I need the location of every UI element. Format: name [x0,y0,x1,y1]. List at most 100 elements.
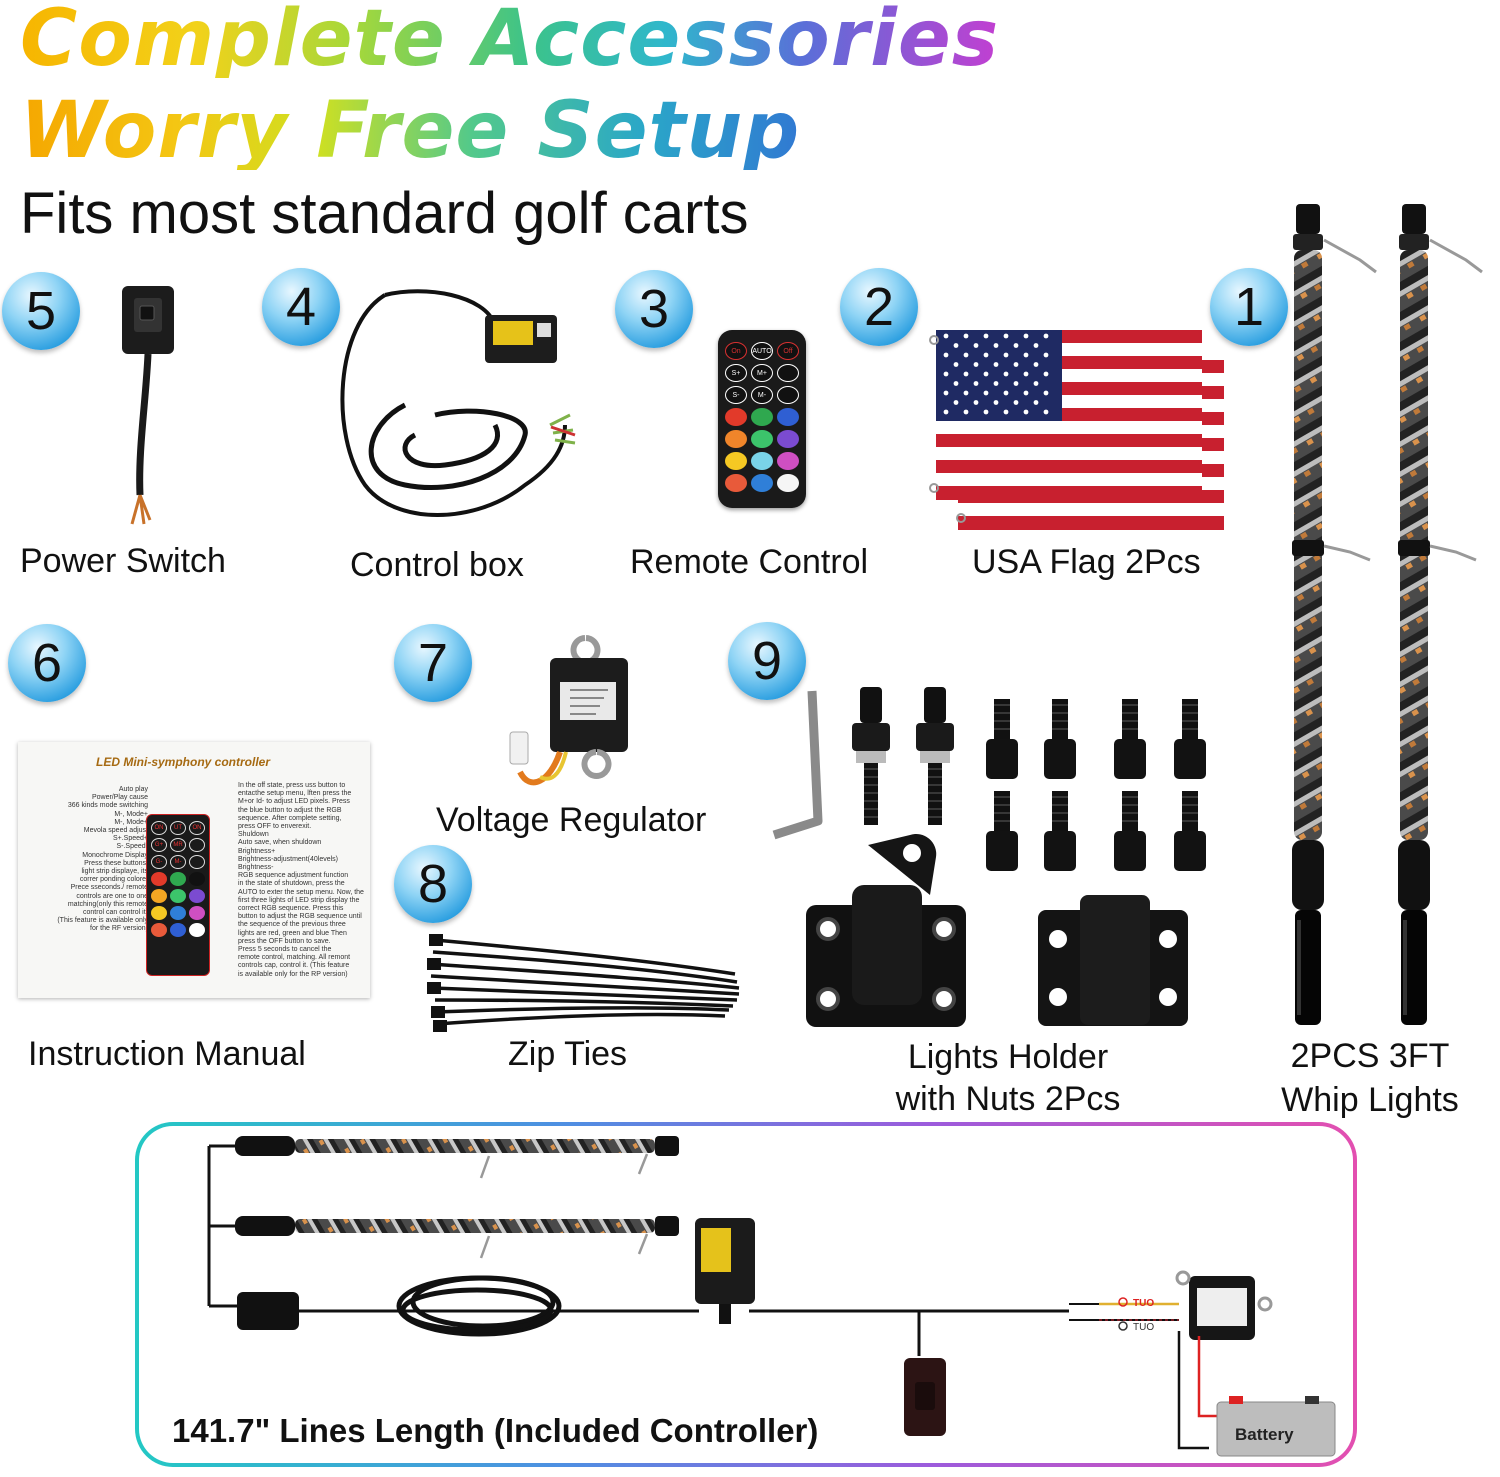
lights-holder-image [772,686,1207,1027]
manual-note: Monochrome Display [82,851,148,859]
manual-remote-color-button [151,872,167,886]
manual-remote-button: MR [170,838,186,852]
manual-note: button to adjust the RGB sequence until [238,913,362,921]
manual-note: correr ponding colore. [79,876,148,884]
regulator-out-negative: TUO [1133,1322,1154,1333]
manual-note: sequence. After complete setting, [238,814,342,822]
remote-button[interactable]: On [725,342,747,360]
remote-button[interactable] [725,452,747,470]
badge-6: 6 [8,624,86,702]
manual-note: press the OFF button to save. [238,937,331,945]
label-whip-lights-line-1: 2PCS 3FT [1290,1037,1450,1075]
remote-button[interactable] [777,386,799,404]
badge-3: 3 [615,270,693,348]
manual-note: light strip displaye, its [81,868,148,876]
manual-note: matching(only this remote [67,900,148,908]
manual-note: Brightness- [238,864,274,872]
wiring-diagram: TUO TUO Battery [207,1136,1336,1457]
manual-note: Power/Play cause [91,794,148,802]
subtitle: Fits most standard golf carts [20,181,749,246]
manual-note: (This feature is available only [57,917,148,925]
remote-button[interactable] [777,452,799,470]
remote-button[interactable] [725,408,747,426]
manual-note: 366 kinds mode switching [67,802,148,810]
remote-button[interactable] [777,430,799,448]
headline-line-2: Worry Free Setup [20,86,801,176]
whip-lights-image [1292,202,1484,1027]
manual-note: In the off state, press uss button to [238,782,346,789]
remote-button[interactable]: AUTO [751,342,773,360]
manual-remote-color-button [170,872,186,886]
remote-button[interactable] [777,408,799,426]
remote-button[interactable] [751,452,773,470]
manual-remote-button: G+ [151,838,167,852]
manual-note: RGB sequence adjustment function [238,872,349,880]
remote-button[interactable]: M- [751,386,773,404]
control-box-image [340,289,576,517]
manual-note: Brightness-adjustment(40levels) [238,855,338,863]
manual-note: M-, Mode+ [114,810,148,818]
manual-title: LED Mini-symphony controller [96,755,271,769]
manual-remote-button: M- [170,855,186,869]
manual-note: correct RGB sequence. Press this [238,905,344,913]
label-remote-control: Remote Control [630,543,869,581]
label-power-switch: Power Switch [20,542,226,580]
remote-button[interactable]: Off [777,342,799,360]
remote-button[interactable] [751,408,773,426]
manual-remote-button: ON [189,821,205,835]
manual-remote-color-button [170,906,186,920]
badge-8: 8 [394,845,472,923]
remote-button[interactable] [751,474,773,492]
wiring-diagram-inner: TUO TUO Battery [139,1126,1353,1463]
manual-note: Brightness+ [238,847,276,855]
badge-5: 5 [2,272,80,350]
label-voltage-regulator: Voltage Regulator [436,801,707,839]
manual-note: the blue button to adjust the RGB [238,806,342,814]
manual-note: controls are one to one [76,892,148,900]
badge-1: 1 [1210,268,1288,346]
remote-button[interactable] [725,430,747,448]
manual-remote-color-button [189,906,205,920]
manual-note: Auto save, when shuldown [238,839,322,847]
manual-note: press OFF to enverexit. [238,823,312,831]
wiring-caption: 141.7" Lines Length (Included Controller… [172,1412,819,1449]
wiring-diagram-panel: TUO TUO Battery [135,1122,1357,1467]
remote-button[interactable]: S+ [725,364,747,382]
manual-note: Press 5 seconds to cancel the [238,946,332,954]
manual-note: first three lights of LED strip display … [238,896,360,904]
manual-remote-color-button [151,923,167,937]
label-whip-lights-line-2: Whip Lights [1281,1081,1459,1119]
label-usa-flag: USA Flag 2Pcs [972,543,1201,581]
manual-note: AUTO to exter the setup menu. Now, the [238,888,364,896]
manual-note: controls cap, control it. (This feature [238,962,350,970]
manual-remote-color-button [189,889,205,903]
remote-button[interactable]: M+ [751,364,773,382]
manual-remote-button [189,838,205,852]
manual-note: Auto play [118,786,148,793]
manual-note: M-, Mode+ [114,818,148,826]
manual-remote-color-button [189,872,205,886]
manual-note: control can control it) [83,909,148,917]
power-switch-image [122,286,174,525]
label-lights-holder-line-2: with Nuts 2Pcs [895,1080,1121,1118]
battery-label: Battery [1235,1425,1294,1444]
remote-button[interactable] [751,430,773,448]
manual-note: Mevola speed adjust [83,827,148,835]
remote-button[interactable] [777,474,799,492]
manual-note: in the state of shutdown, press the [238,880,345,888]
remote-button[interactable] [777,364,799,382]
manual-note: is available only for the RP version) [238,970,348,978]
manual-note: Prece sseconds./ remote [70,884,148,892]
manual-note: S+.Speed+ [112,835,148,843]
remote-button[interactable]: S- [725,386,747,404]
remote-button[interactable] [725,474,747,492]
manual-note: M+or Id- to adjust LED pixels. Press [238,798,350,806]
manual-note: remote control, matching. All remont [238,954,351,962]
manual-note: Shuldown [238,831,269,839]
manual-remote-color-button [170,889,186,903]
zip-ties-image [427,934,740,1032]
usa-flag-image [929,330,1224,530]
manual-remote-color-button [189,923,205,937]
